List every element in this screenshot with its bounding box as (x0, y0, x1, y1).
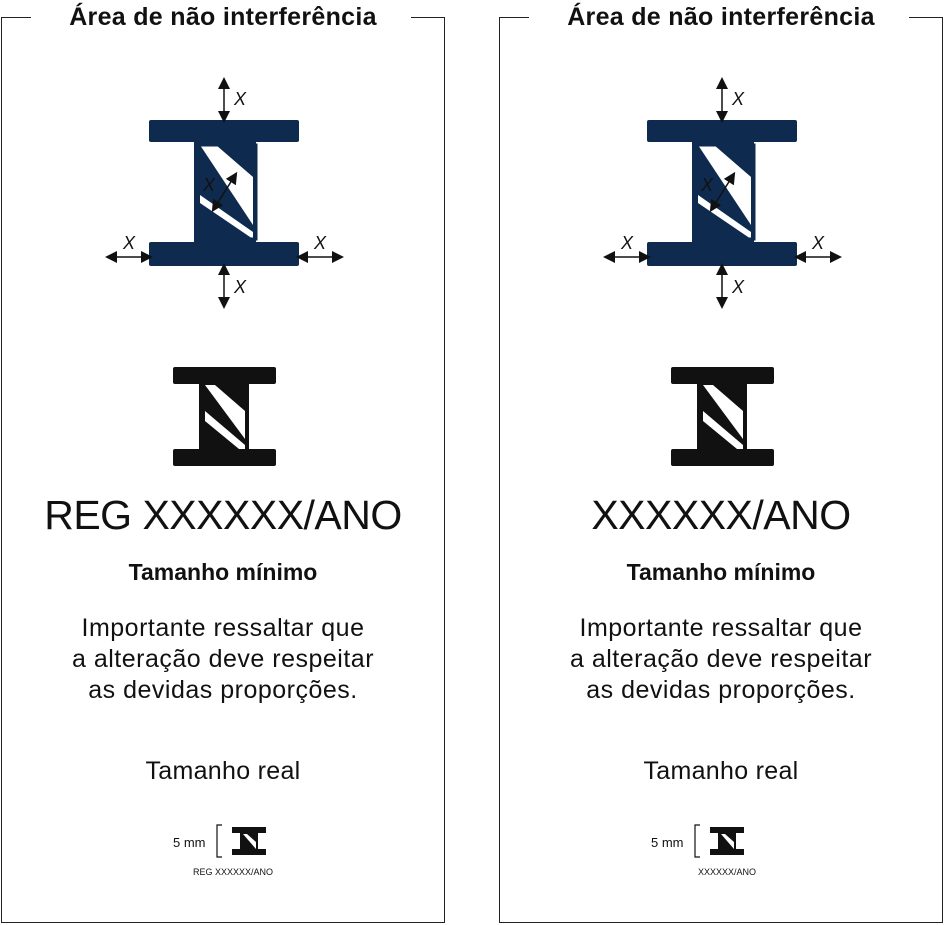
x-label-left: X (620, 233, 634, 253)
panel-right: Área de não interferência X X X X X (499, 3, 943, 923)
frame-top-left (499, 17, 529, 18)
min-size-label: Tamanho mínimo (626, 559, 816, 585)
x-label-left: X (122, 233, 136, 253)
x-label-top: X (731, 89, 745, 109)
frame-top-right (909, 17, 943, 18)
registration-number: XXXXXX/ANO (591, 492, 851, 538)
frame-top-left (1, 17, 31, 18)
x-label-right: X (313, 233, 327, 253)
x-label-right: X (811, 233, 825, 253)
inmetro-logo-black (671, 367, 774, 466)
x-label-diagonal: X (700, 175, 714, 195)
frame-top-right (411, 17, 445, 18)
panel-title: Área de não interferência (499, 3, 943, 32)
panel-left: Área de não interferência X X X X X (1, 3, 445, 923)
clearance-diagram: X X X X X (603, 77, 842, 466)
small-logo (216, 824, 266, 858)
inmetro-logo-black (173, 367, 276, 466)
proportion-note: Importante ressaltar que a alteração dev… (71, 614, 375, 704)
small-registration: XXXXXX/ANO (698, 867, 757, 877)
x-label-top: X (233, 89, 247, 109)
clearance-diagram: X X X X X (105, 77, 344, 466)
small-logo (694, 824, 744, 858)
proportion-note: Importante ressaltar que a alteração dev… (569, 614, 873, 704)
x-label-bottom: X (731, 277, 745, 297)
registration-number: REG XXXXXX/ANO (44, 492, 402, 538)
panel-frame (1, 17, 445, 923)
min-size-label: Tamanho mínimo (128, 559, 318, 585)
panel-frame (499, 17, 943, 923)
x-label-diagonal: X (202, 175, 216, 195)
mm-label: 5 mm (651, 835, 684, 850)
panel-title: Área de não interferência (1, 3, 445, 32)
real-size-label: Tamanho real (643, 757, 799, 785)
real-size-label: Tamanho real (145, 757, 301, 785)
small-registration: REG XXXXXX/ANO (193, 867, 274, 877)
mm-label: 5 mm (173, 835, 206, 850)
x-label-bottom: X (233, 277, 247, 297)
